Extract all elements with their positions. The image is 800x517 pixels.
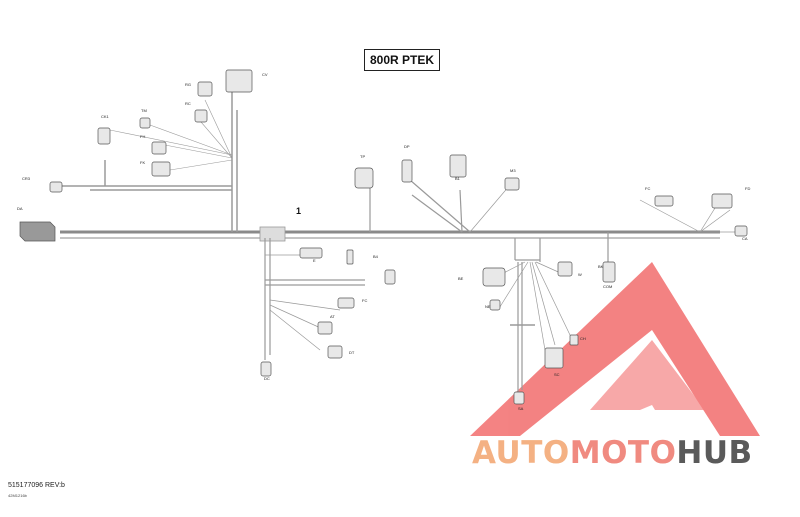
connector-code-bk: BK: [598, 264, 604, 269]
connector-code-dc: DC: [264, 376, 270, 381]
connector-code-fc: FC: [645, 186, 650, 191]
connector-code-sa: SA: [518, 406, 524, 411]
connector-code-tm: TM: [141, 108, 147, 113]
diagram-title: 800R PTEK: [369, 53, 435, 67]
connector-code-rc: RC: [185, 101, 191, 106]
branch-right: [369, 179, 740, 265]
connector-code-tp: TP: [360, 154, 365, 159]
connector-code-w: W: [578, 272, 582, 277]
connector-code-fh: FH: [140, 134, 145, 139]
drawing-code: 42M1216b: [8, 493, 27, 498]
watermark-logo-icon: [470, 262, 760, 436]
connector-code-fd: FD: [745, 186, 750, 191]
watermark-hub: HUB: [676, 435, 753, 471]
connector-code-dp: DP: [404, 144, 410, 149]
connector-code-rg: RG: [185, 82, 191, 87]
branch-upper-left: [60, 70, 238, 232]
connector-code-fk: FK: [140, 160, 145, 165]
branch-lower-middle: [264, 238, 365, 360]
connector-code-dt: DT: [349, 350, 355, 355]
connector-code-com: COM: [603, 284, 612, 289]
part-number: 515177096 REV:b: [8, 482, 65, 489]
connector-code-b1: B1: [455, 176, 461, 181]
connector-code-ca: CA: [742, 236, 748, 241]
connector-code-ch: CH: [580, 336, 586, 341]
connector-code-sc: SC: [554, 372, 560, 377]
branch-lower-right: [489, 238, 571, 400]
connector-code-cr3: CR3: [22, 176, 31, 181]
main-harness-trunk: [60, 226, 720, 242]
watermark-auto: AUTO: [472, 435, 570, 471]
connector-code-ne: NE: [485, 304, 491, 309]
callout-number: 1: [296, 206, 302, 216]
connector-code-da: DA: [17, 206, 23, 211]
connector-code-fc: FC: [362, 298, 367, 303]
diagram-title-box: 800R PTEK: [364, 49, 440, 71]
watermark-brand: AUTOMOTOHUB: [472, 435, 753, 471]
watermark-moto: MOTO: [569, 435, 677, 471]
connector-code-b4: B4: [373, 254, 379, 259]
connector-code-cv: CV: [262, 72, 268, 77]
connector-code-e: E: [313, 258, 316, 263]
connector-code-at: AT: [330, 314, 335, 319]
connector-code-be: BE: [458, 276, 464, 281]
connector-code-ck1: CK1: [101, 114, 110, 119]
connector-shapes: [19, 69, 748, 405]
connector-code-m3: M3: [510, 168, 516, 173]
